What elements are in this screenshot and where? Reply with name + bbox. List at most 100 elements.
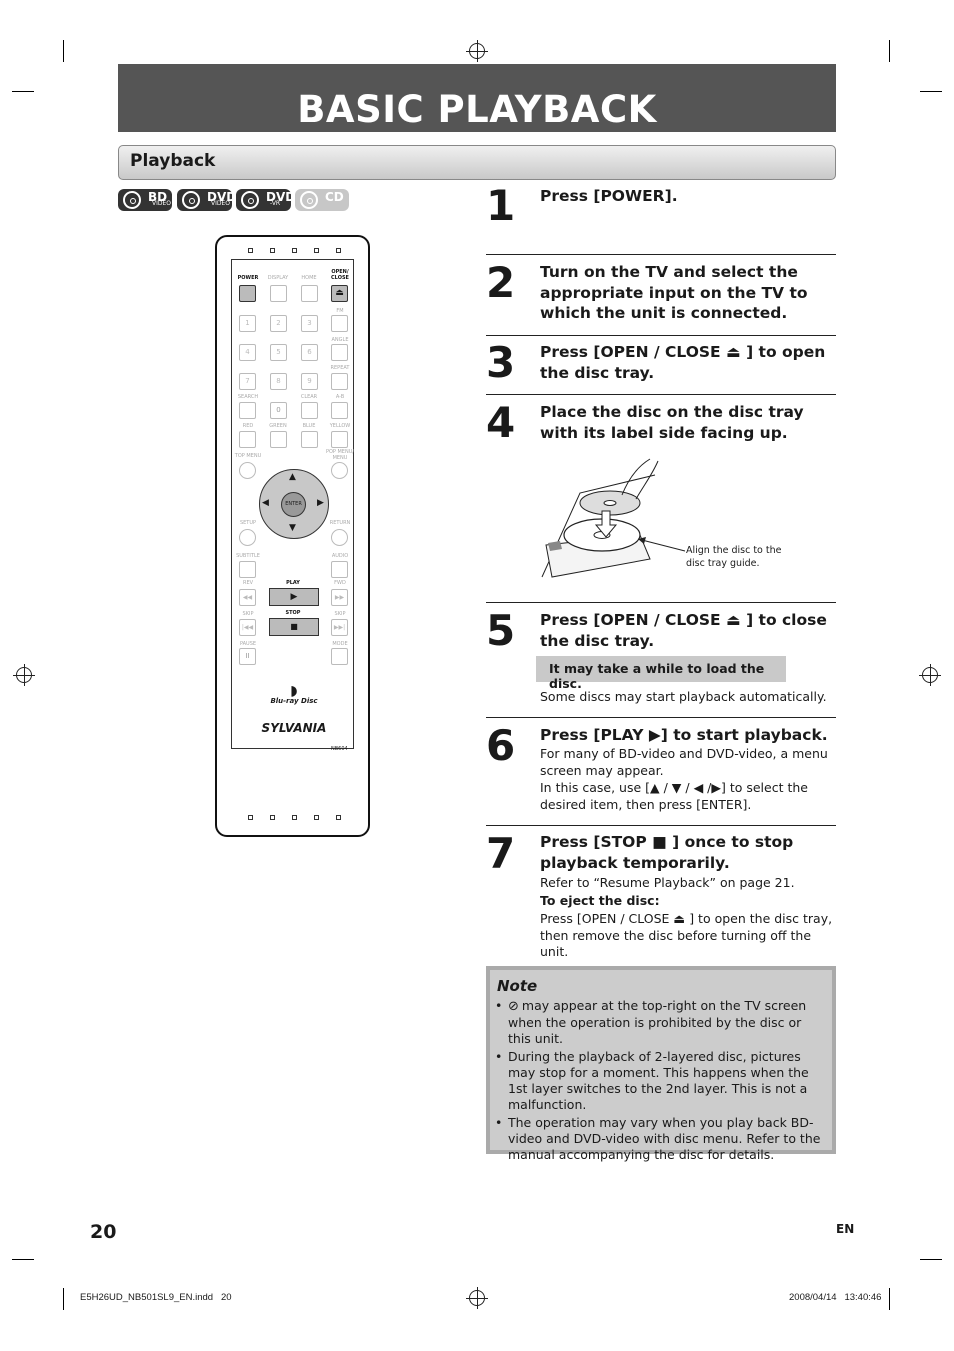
- page-number: 20: [90, 1221, 117, 1243]
- remote-led: [270, 248, 275, 253]
- section-title: Playback: [130, 151, 216, 171]
- registration-mark-icon: [919, 664, 941, 686]
- mode-label: MODE: [332, 641, 348, 647]
- dvd-vr-badge: DVD -VR: [236, 189, 295, 211]
- digit-button: 3: [301, 315, 318, 332]
- disc-icon: [182, 191, 200, 209]
- home-label: HOME: [301, 275, 317, 281]
- digit-button: 6: [301, 344, 318, 361]
- disc-tray-illustration: [541, 458, 686, 578]
- step-title: Press [OPEN / CLOSE ⏏ ] to open the disc…: [540, 343, 826, 382]
- dpad: [259, 469, 329, 539]
- step-title: Press [PLAY ▶] to start playback.: [540, 726, 828, 744]
- mode-button: [331, 648, 348, 665]
- top-menu-label: TOP MENU: [234, 453, 262, 459]
- note-box: Note ⊘may appear at the top-right on the…: [486, 966, 836, 1162]
- title-banner: BASIC PLAYBACK: [118, 64, 836, 132]
- remote-led: [248, 815, 253, 820]
- disc-icon: [300, 191, 318, 209]
- remote-led: [336, 248, 341, 253]
- step-title: Turn on the TV and select the appropriat…: [540, 263, 808, 322]
- step-title: Press [POWER].: [540, 187, 678, 205]
- eject-icon: ⏏: [331, 285, 348, 302]
- note-item: The operation may vary when you play bac…: [495, 1115, 825, 1163]
- disc-icon: [123, 191, 141, 209]
- digit-button: 8: [270, 373, 287, 390]
- crop-mark: [12, 91, 34, 92]
- divider: [486, 825, 836, 826]
- fm-label: FM: [336, 308, 344, 314]
- brand-logo: SYLVANIA: [261, 721, 327, 735]
- fwd-icon: ▶▶: [331, 589, 348, 606]
- step-number: 1: [486, 181, 516, 230]
- power-button: [239, 285, 256, 302]
- audio-button: [331, 561, 348, 578]
- repeat-button: [331, 373, 348, 390]
- audio-label: AUDIO: [331, 553, 349, 559]
- step-body: Refer to “Resume Playback” on page 21.: [540, 875, 795, 890]
- rev-icon: ◀◀: [239, 589, 256, 606]
- tip-text: It may take a while to load the disc.: [549, 661, 765, 691]
- pop-menu-label: POP MENU/ MENU: [325, 449, 355, 461]
- divider: [486, 394, 836, 395]
- crop-mark: [889, 1288, 890, 1310]
- bd-video-badge: BD VIDEO: [118, 189, 172, 211]
- play-button: ▶: [269, 588, 319, 606]
- skip-back-icon: |◀◀: [239, 619, 256, 636]
- digit-button: 1: [239, 315, 256, 332]
- digit-button: 0: [270, 402, 287, 419]
- clear-label: CLEAR: [300, 394, 318, 400]
- step-subheading: To eject the disc:: [540, 893, 660, 908]
- yellow-button: [331, 431, 348, 448]
- blu-ray-icon: ◗: [290, 683, 298, 699]
- registration-mark-icon: [466, 1287, 488, 1309]
- repeat-label: REPEAT: [330, 365, 350, 371]
- step-body: Some discs may start playback automatica…: [540, 689, 827, 704]
- registration-mark-icon: [13, 664, 35, 686]
- subtitle-button: [239, 561, 256, 578]
- page-title: BASIC PLAYBACK: [297, 88, 657, 131]
- step-number: 7: [486, 829, 516, 878]
- divider: [486, 335, 836, 336]
- remote-led: [292, 815, 297, 820]
- note-item: ⊘may appear at the top-right on the TV s…: [495, 998, 825, 1047]
- open-close-label: OPEN/ CLOSE: [331, 269, 349, 281]
- green-label: GREEN: [269, 423, 287, 429]
- skip-label: SKIP: [242, 611, 254, 617]
- play-label: PLAY: [286, 580, 300, 586]
- divider: [486, 717, 836, 718]
- fm-button: [331, 315, 348, 332]
- display-label: DISPLAY: [267, 275, 289, 281]
- prohibited-icon: ⊘: [508, 999, 519, 1014]
- step-number: 5: [486, 606, 516, 655]
- step-title: Place the disc on the disc tray with its…: [540, 403, 804, 442]
- note-item: During the playback of 2-layered disc, p…: [495, 1049, 825, 1113]
- remote-led: [314, 815, 319, 820]
- crop-mark: [63, 40, 64, 62]
- remote-led: [248, 248, 253, 253]
- skip-right-label: SKIP: [334, 611, 346, 617]
- step-body: For many of BD-video and DVD-video, a me…: [540, 746, 828, 778]
- top-menu-button: [239, 462, 256, 479]
- crop-mark: [889, 40, 890, 62]
- step-number: 4: [486, 398, 516, 447]
- setup-button: [239, 529, 256, 546]
- divider: [486, 254, 836, 255]
- digit-button: 4: [239, 344, 256, 361]
- stop-button: ■: [269, 618, 319, 636]
- angle-button: [331, 344, 348, 361]
- setup-label: SETUP: [239, 520, 257, 526]
- green-button: [270, 431, 287, 448]
- digit-button: 9: [301, 373, 318, 390]
- left-arrow-icon: ◀: [262, 498, 269, 508]
- pop-menu-button: [331, 462, 348, 479]
- home-button: [301, 285, 318, 302]
- blue-label: BLUE: [302, 423, 316, 429]
- yellow-label: YELLOW: [329, 423, 351, 429]
- remote-led: [314, 248, 319, 253]
- remote-led: [336, 815, 341, 820]
- tip-box: It may take a while to load the disc.: [536, 656, 786, 691]
- note-title: Note: [497, 977, 538, 995]
- digit-button: 2: [270, 315, 287, 332]
- step-title: Press [OPEN / CLOSE ⏏ ] to close the dis…: [540, 611, 827, 650]
